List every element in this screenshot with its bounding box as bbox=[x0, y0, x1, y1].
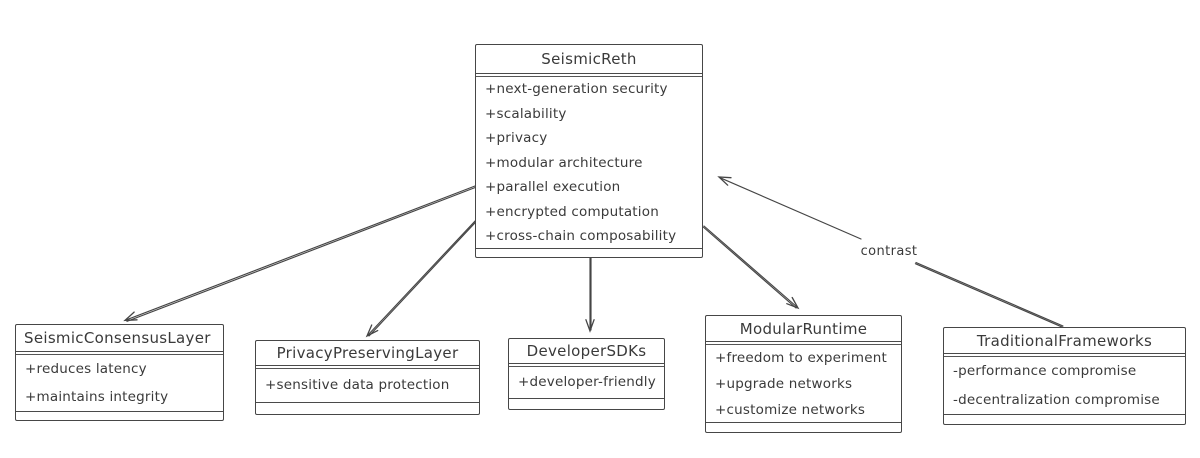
empty-methods-compartment bbox=[509, 398, 664, 409]
class-title: ModularRuntime bbox=[739, 319, 868, 338]
empty-methods-compartment bbox=[706, 422, 901, 432]
relationship-label-contrast: contrast bbox=[861, 244, 918, 259]
class-attribute: +next-generation security bbox=[485, 81, 668, 97]
compartment-divider bbox=[509, 363, 664, 367]
empty-methods-compartment bbox=[256, 402, 479, 414]
class-box-modularruntime: ModularRuntime +freedom to experiment +up… bbox=[705, 315, 902, 433]
compartment-divider bbox=[944, 353, 1185, 357]
compartment-divider bbox=[476, 73, 702, 77]
class-attribute: +reduces latency bbox=[25, 361, 147, 377]
compartment-divider bbox=[256, 365, 479, 369]
class-attribute: +freedom to experiment bbox=[715, 350, 887, 366]
connector-seismicreth-to-seismicconsensuslayer bbox=[123, 185, 477, 322]
class-attributes: +developer-friendly bbox=[509, 367, 664, 398]
class-attribute: -decentralization compromise bbox=[953, 391, 1160, 408]
connector-seismicreth-to-privacypreservinglayer bbox=[365, 219, 478, 338]
class-attribute: -performance compromise bbox=[953, 363, 1137, 379]
class-attribute: +cross-chain composability bbox=[485, 228, 677, 244]
class-attributes: +freedom to experiment +upgrade networks +… bbox=[706, 345, 901, 422]
empty-methods-compartment bbox=[476, 248, 702, 257]
class-attribute: +encrypted computation bbox=[485, 203, 659, 220]
class-attributes: +next-generation security +scalability +pr… bbox=[476, 77, 702, 248]
class-attributes: +reduces latency +maintains integrity bbox=[16, 355, 223, 411]
class-title: TraditionalFrameworks bbox=[976, 331, 1153, 350]
empty-methods-compartment bbox=[16, 411, 223, 420]
compartment-divider bbox=[706, 341, 901, 345]
class-attribute: +privacy bbox=[485, 130, 548, 146]
class-attribute: +developer-friendly bbox=[518, 374, 656, 390]
connector-seismicreth-to-developersdks bbox=[585, 257, 595, 333]
connector-traditionalframeworks-to-seismicreth: contrast bbox=[717, 176, 1064, 328]
class-attribute: +upgrade networks bbox=[715, 376, 853, 392]
class-box-seismicconsensuslayer: SeismicConsensusLayer +reduces latency +m… bbox=[15, 324, 224, 421]
class-box-privacypreservinglayer: PrivacyPreservingLayer +sensitive data p… bbox=[255, 340, 480, 415]
class-box-developersdks: DeveloperSDKs +developer-friendly bbox=[508, 338, 665, 410]
class-attribute: +maintains integrity bbox=[25, 389, 169, 405]
class-title: DeveloperSDKs bbox=[526, 342, 647, 360]
class-attribute: +modular architecture bbox=[485, 154, 643, 171]
compartment-divider bbox=[16, 351, 223, 355]
class-attributes: +sensitive data protection bbox=[256, 369, 479, 402]
class-title: SeismicReth bbox=[541, 50, 637, 68]
class-attribute: +customize networks bbox=[715, 402, 866, 418]
class-box-seismicreth: SeismicReth +next-generation security +sc… bbox=[475, 44, 703, 258]
class-attribute: +scalability bbox=[485, 105, 567, 122]
class-attributes: -performance compromise -decentralization… bbox=[944, 357, 1185, 414]
connector-seismicreth-to-modularruntime bbox=[702, 225, 800, 310]
class-title: PrivacyPreservingLayer bbox=[276, 344, 459, 362]
class-title: SeismicConsensusLayer bbox=[24, 329, 211, 347]
class-attribute: +sensitive data protection bbox=[265, 377, 450, 393]
class-attribute: +parallel execution bbox=[485, 179, 621, 195]
empty-methods-compartment bbox=[944, 414, 1185, 424]
class-box-traditionalframeworks: TraditionalFrameworks -performance compr… bbox=[943, 327, 1186, 425]
